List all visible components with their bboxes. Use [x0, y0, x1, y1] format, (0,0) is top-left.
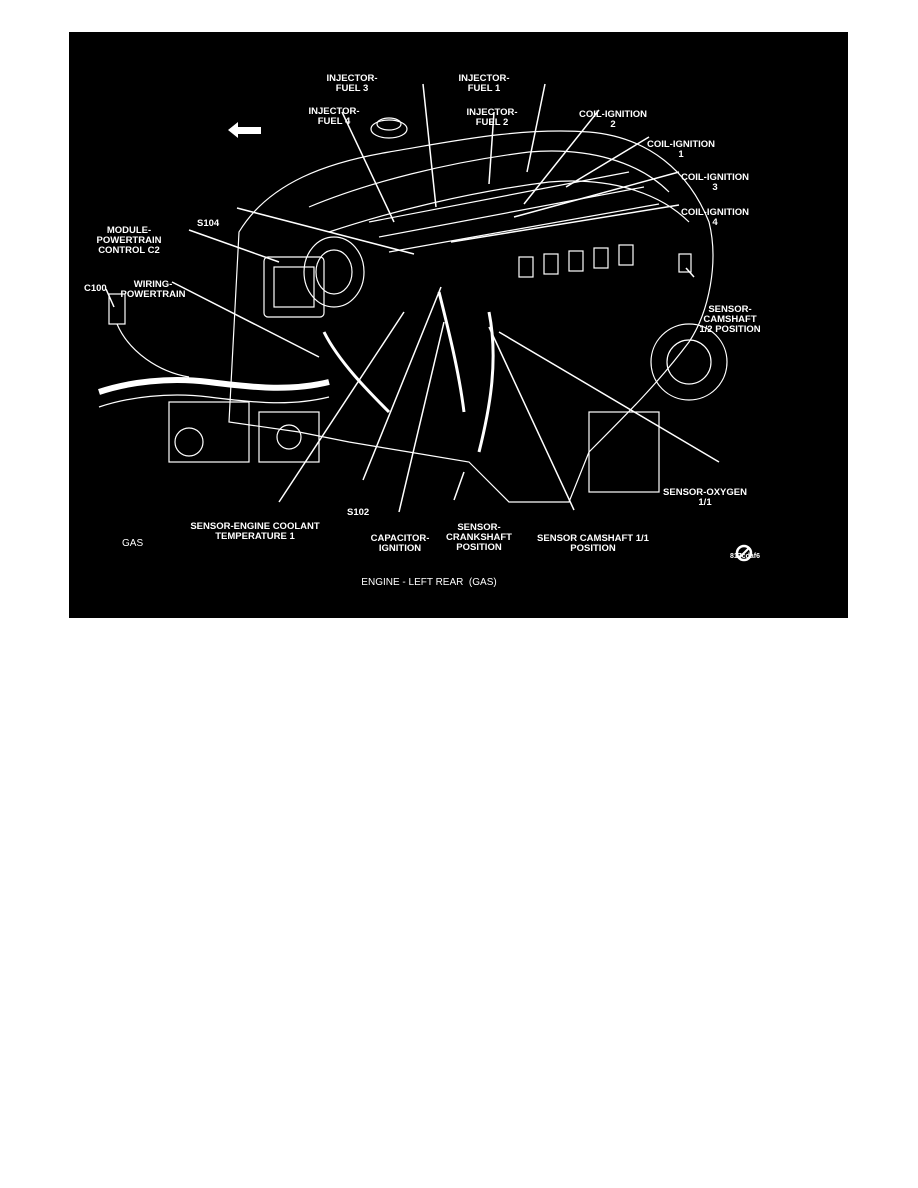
engine-outline	[98, 117, 728, 503]
label-s102: S102	[347, 507, 370, 518]
label-capacitor-ignition: CAPACITOR-IGNITION	[370, 533, 430, 554]
label-s104: S104	[197, 218, 220, 229]
label-injector-fuel-3: INJECTOR-FUEL 3	[326, 73, 378, 94]
engine-diagram: INJECTOR-FUEL 3 INJECTOR-FUEL 1 INJECTOR…	[69, 32, 848, 618]
figure-code: 817cdaf6	[730, 553, 760, 560]
engine-illustration	[98, 83, 753, 562]
gear-icon	[735, 544, 753, 562]
label-c100: C100	[84, 283, 107, 294]
figure-caption: ENGINE - LEFT REAR (GAS)	[361, 577, 497, 588]
label-wiring-powertrain: WIRING-POWERTRAIN	[120, 279, 186, 300]
label-gas: GAS	[122, 538, 144, 549]
front-arrow-icon	[228, 122, 261, 138]
label-injector-fuel-2: INJECTOR-FUEL 2	[466, 107, 518, 128]
label-injector-fuel-1: INJECTOR-FUEL 1	[458, 73, 510, 94]
leader-lines	[105, 83, 720, 513]
label-injector-fuel-4: INJECTOR-FUEL 4	[308, 106, 360, 127]
